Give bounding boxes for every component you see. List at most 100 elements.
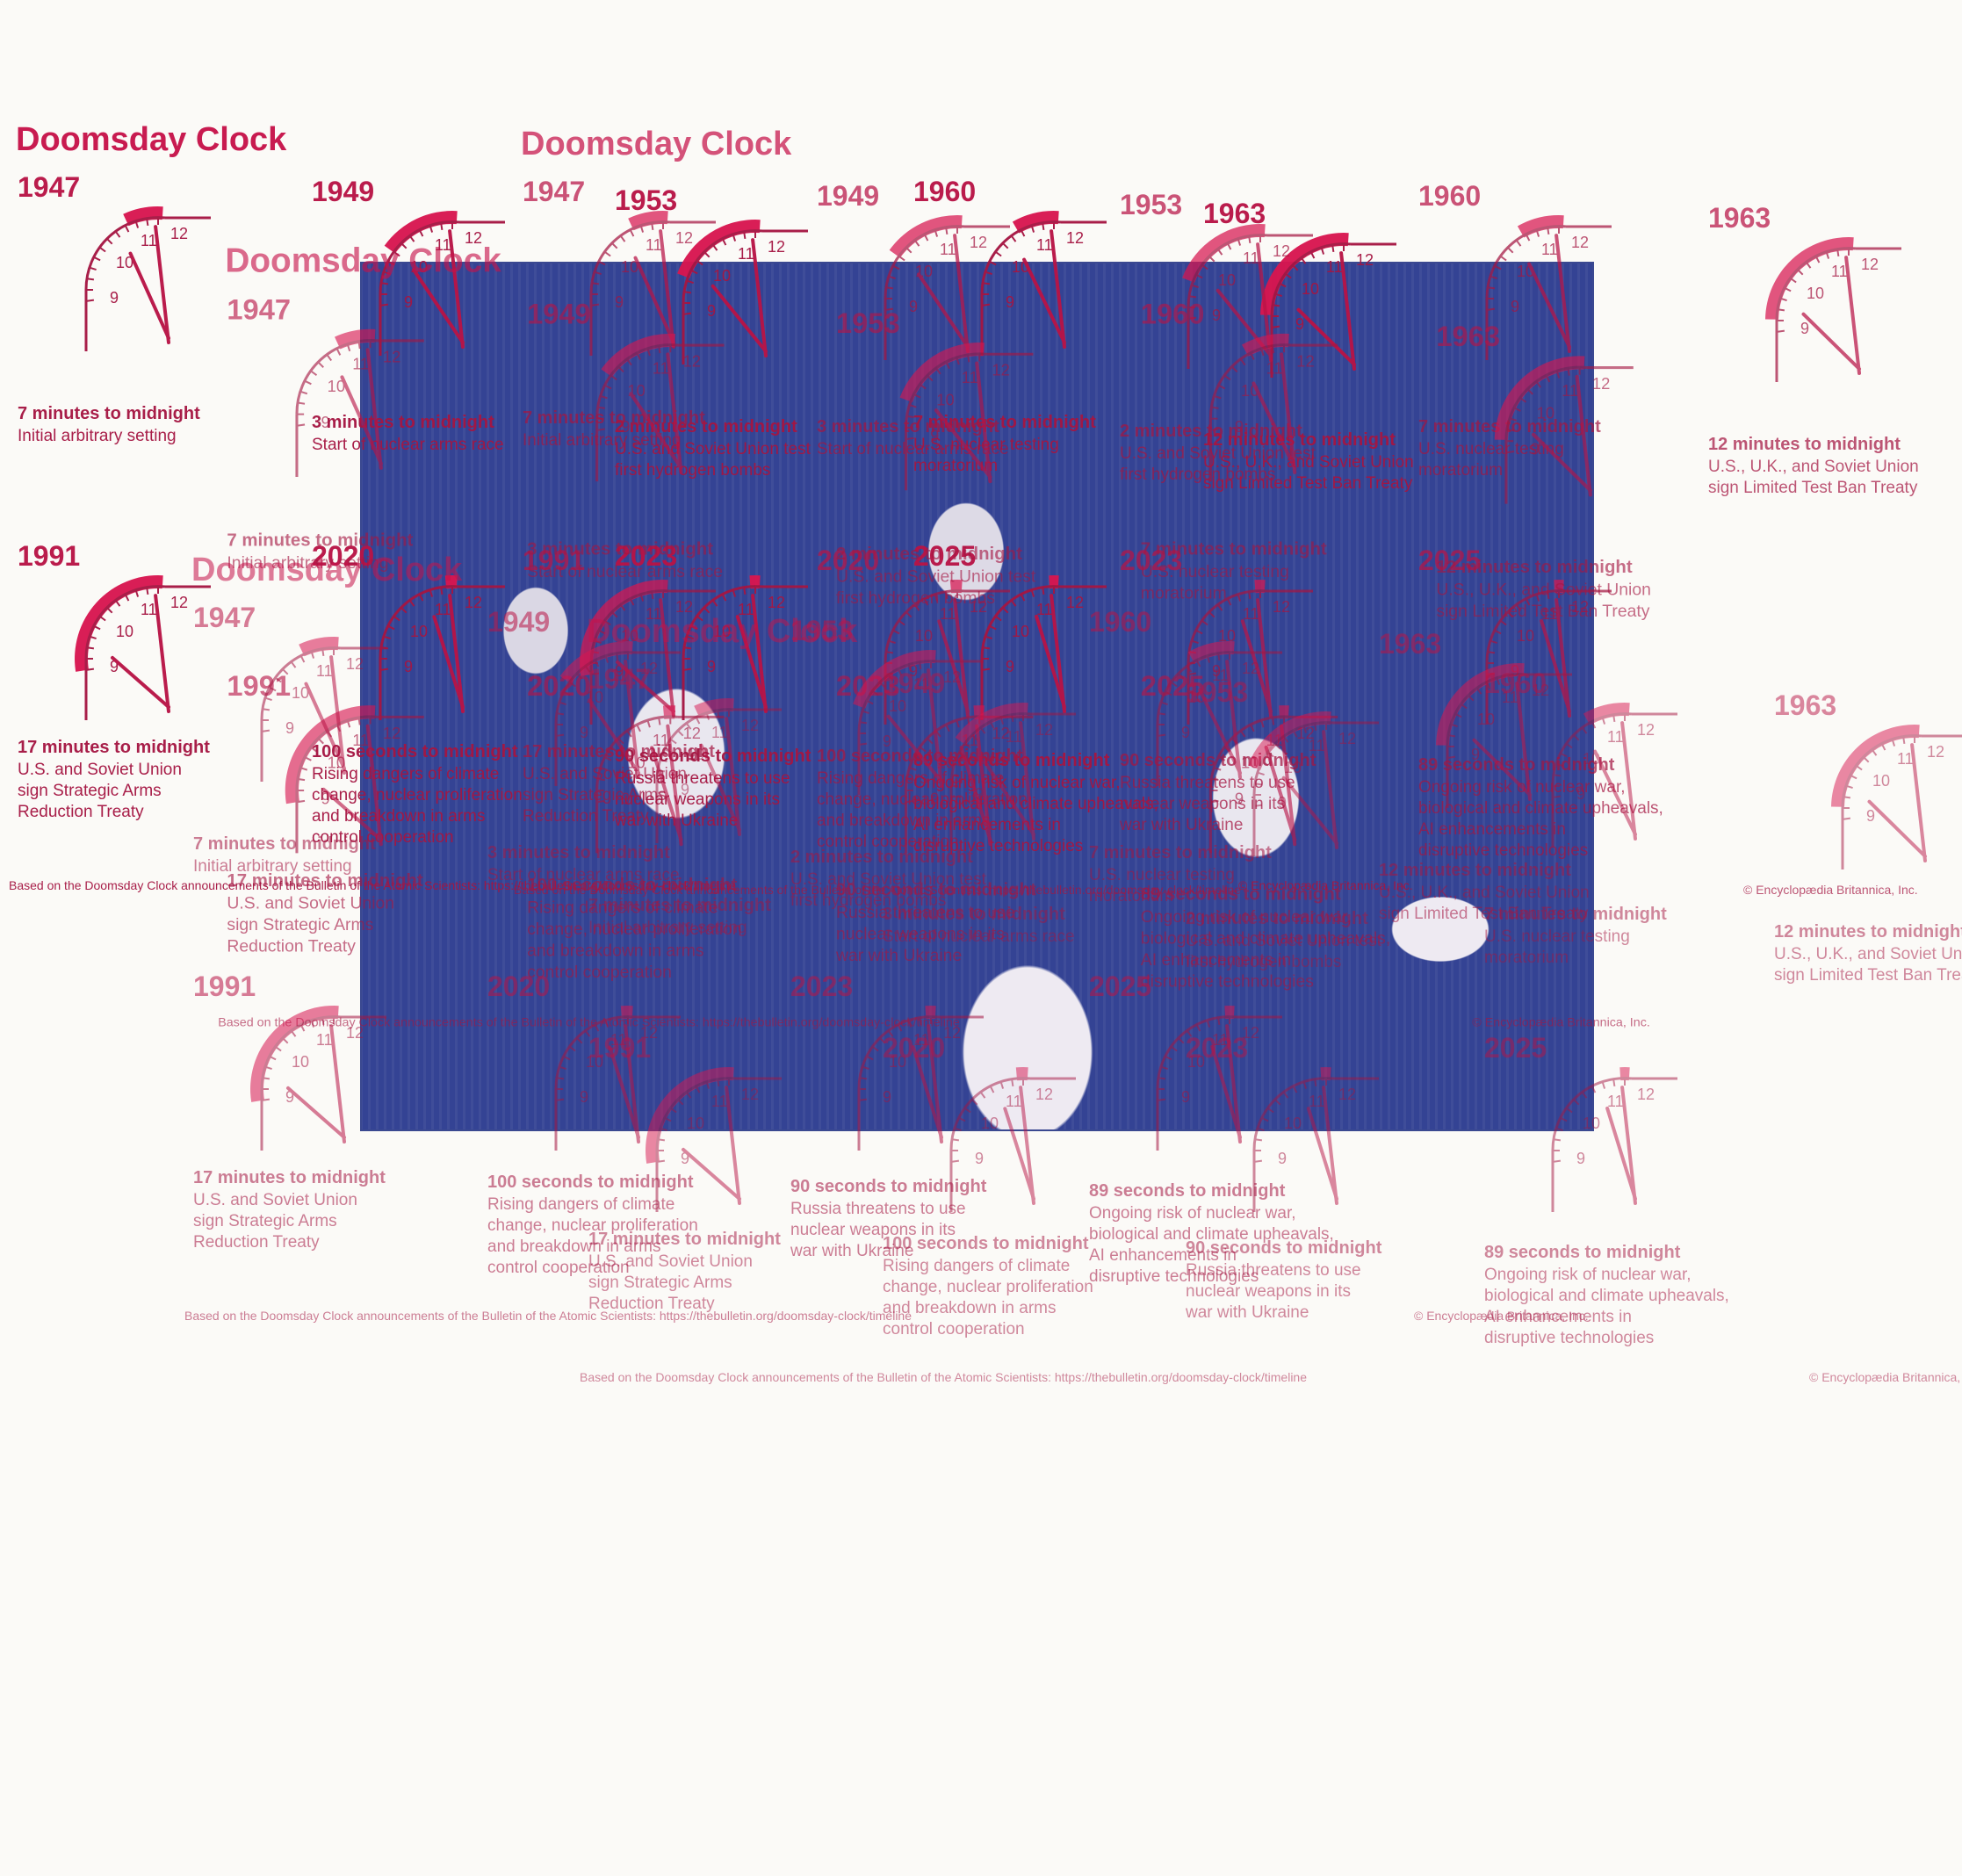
clock-face-3-8: 9 10 11 12 xyxy=(1156,1006,1282,1151)
svg-text:11: 11 xyxy=(1897,750,1914,768)
year-label: 1963 xyxy=(1708,202,1771,234)
clock-face-2-2: 9 10 11 12 xyxy=(899,343,1034,491)
svg-text:11: 11 xyxy=(435,601,451,618)
caption-line: and breakdown in arms xyxy=(312,807,486,826)
svg-text:9: 9 xyxy=(1800,320,1809,337)
caption-line: moratorium xyxy=(1089,887,1174,906)
svg-text:9: 9 xyxy=(883,1088,891,1106)
svg-text:9: 9 xyxy=(1576,1150,1585,1167)
caption-line: Ongoing risk of nuclear war, xyxy=(1089,1204,1296,1223)
svg-text:11: 11 xyxy=(1541,241,1558,258)
caption-headline: 7 minutes to midnight xyxy=(913,413,1096,432)
clock-face-0-5: 9 10 11 12 xyxy=(75,575,211,720)
hour-hand xyxy=(917,272,970,349)
svg-text:12: 12 xyxy=(970,598,987,616)
hour-hand xyxy=(633,256,675,344)
svg-text:10: 10 xyxy=(1872,772,1890,790)
svg-text:10: 10 xyxy=(586,1053,603,1071)
caption-line: U.S., U.K., and Soviet Union xyxy=(1379,884,1590,902)
hour-hand xyxy=(588,698,640,775)
minute-hand xyxy=(1554,234,1571,353)
caption-headline: 2 minutes to midnight xyxy=(790,848,973,867)
svg-text:9: 9 xyxy=(1511,298,1519,315)
clock-icon: 9 10 11 12 xyxy=(364,553,540,729)
svg-text:9: 9 xyxy=(110,289,119,307)
svg-text:10: 10 xyxy=(1012,623,1029,640)
minute-hand xyxy=(1844,256,1861,375)
svg-text:12: 12 xyxy=(640,660,658,677)
clock-face-1-4: 9 10 11 12 xyxy=(1765,237,1901,382)
hour-hand xyxy=(608,1045,640,1139)
svg-text:12: 12 xyxy=(1273,242,1290,260)
caption-line: AI enhancements in xyxy=(1089,1246,1237,1265)
svg-text:11: 11 xyxy=(316,662,333,680)
svg-text:11: 11 xyxy=(1502,689,1518,706)
svg-text:11: 11 xyxy=(1243,605,1259,623)
clock-face-4-7: 9 10 11 12 xyxy=(1252,1067,1379,1212)
caption-line: U.S. and Soviet Union xyxy=(227,894,395,913)
clock-icon: 9 10 11 12 xyxy=(935,681,1111,856)
caption-line: Reduction Treaty xyxy=(523,807,649,826)
minute-hand xyxy=(624,1024,640,1144)
clock-icon: 9 10 11 12 xyxy=(966,553,1142,729)
svg-text:12: 12 xyxy=(675,598,693,616)
svg-text:9: 9 xyxy=(975,785,984,803)
svg-text:12: 12 xyxy=(170,594,188,611)
svg-text:10: 10 xyxy=(1477,711,1495,728)
caption-line: control cooperation xyxy=(817,833,959,851)
minute-hand xyxy=(927,1024,943,1144)
svg-text:12: 12 xyxy=(1571,234,1589,251)
caption-line: Start of nuclear arms race xyxy=(312,436,504,454)
clock-face-4-8: 9 10 11 12 xyxy=(1551,1067,1677,1212)
svg-text:12: 12 xyxy=(465,229,482,247)
minute-hand xyxy=(659,229,675,349)
caption-headline: 7 minutes to midnight xyxy=(18,404,200,423)
svg-text:10: 10 xyxy=(627,381,645,400)
caption-line: U.S., U.K., and Soviet Union xyxy=(1774,945,1962,963)
caption-headline: 90 seconds to midnight xyxy=(1186,1238,1382,1258)
svg-text:12: 12 xyxy=(1592,374,1610,393)
svg-text:10: 10 xyxy=(1218,627,1236,645)
svg-text:10: 10 xyxy=(687,1115,704,1132)
caption-headline: 7 minutes to midnight xyxy=(1484,905,1667,924)
svg-text:11: 11 xyxy=(352,355,369,373)
hour-hand xyxy=(1801,312,1861,371)
countdown-arc xyxy=(677,220,761,278)
svg-text:10: 10 xyxy=(1537,404,1554,422)
svg-text:11: 11 xyxy=(913,675,930,693)
svg-text:9: 9 xyxy=(707,658,716,675)
minute-hand xyxy=(1620,1086,1637,1205)
year-label: 1949 xyxy=(883,667,946,699)
svg-text:12: 12 xyxy=(1637,721,1655,739)
hour-hand xyxy=(1867,799,1927,858)
clock-icon: 9 10 11 12 xyxy=(935,1045,1111,1221)
caption-line: sign Strategic Arms xyxy=(227,915,374,935)
minute-hand xyxy=(1050,594,1066,713)
hour-hand xyxy=(1593,749,1637,836)
minute-hand xyxy=(751,594,768,713)
svg-text:12: 12 xyxy=(640,1024,658,1042)
svg-text:12: 12 xyxy=(1338,730,1356,747)
source-note: Based on the Doomsday Clock announcement… xyxy=(9,878,736,892)
svg-text:10: 10 xyxy=(621,258,638,276)
svg-text:9: 9 xyxy=(404,293,413,311)
year-label: 2020 xyxy=(312,540,375,572)
year-label: 1991 xyxy=(18,540,81,572)
caption-line: sign Limited Test Ban Treaty xyxy=(1774,966,1962,985)
svg-text:11: 11 xyxy=(940,241,956,258)
clock-face-4-1: 9 10 11 12 xyxy=(949,703,1076,848)
svg-text:10: 10 xyxy=(621,627,638,645)
svg-text:11: 11 xyxy=(1006,1093,1022,1110)
minute-hand xyxy=(751,238,768,357)
svg-text:11: 11 xyxy=(711,1093,728,1110)
caption-line: AI enhancements in xyxy=(1140,950,1292,970)
svg-text:11: 11 xyxy=(141,601,157,618)
svg-text:12: 12 xyxy=(768,238,785,256)
caption-line: Russia threatens to use xyxy=(790,1200,966,1218)
caption-line: Russia threatens to use xyxy=(1120,774,1295,792)
hour-hand xyxy=(1306,1107,1338,1201)
svg-text:9: 9 xyxy=(1212,662,1221,680)
svg-text:9: 9 xyxy=(1212,307,1221,324)
svg-text:9: 9 xyxy=(681,1150,689,1167)
